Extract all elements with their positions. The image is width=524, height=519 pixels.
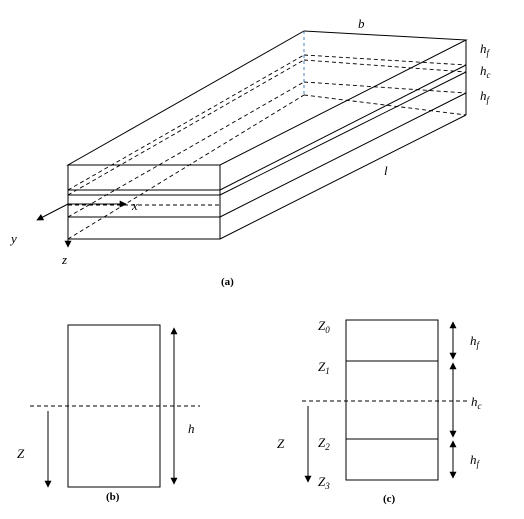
hidden-back-line-4 bbox=[303, 94, 467, 116]
hidden-side-line-1 bbox=[67, 54, 305, 191]
panel-b-z-label: Z bbox=[17, 446, 25, 461]
panel-c-caption: (c) bbox=[383, 493, 396, 505]
width-label: b bbox=[358, 16, 365, 31]
y-axis-label: y bbox=[9, 231, 17, 246]
panel-b-caption: (b) bbox=[106, 491, 120, 503]
panel-c: Z0 Z1 Z2 Z3 hf hc hf Z (c) bbox=[277, 318, 482, 505]
hidden-side-line-3 bbox=[67, 81, 305, 218]
right-layer-line-3 bbox=[219, 92, 467, 218]
panel-b: h Z (b) bbox=[17, 324, 200, 503]
panel-c-core-label: hc bbox=[471, 394, 482, 411]
right-layer-line-2 bbox=[219, 71, 467, 196]
bottom-face-thickness-label: hf bbox=[480, 88, 491, 105]
z0-label: Z0 bbox=[318, 318, 330, 335]
panel-c-bottom-face-label: hf bbox=[470, 452, 481, 469]
sandwich-section bbox=[345, 319, 439, 481]
right-layer-line-1 bbox=[219, 64, 467, 191]
z3-label: Z3 bbox=[318, 474, 330, 491]
right-bottom-edge bbox=[219, 114, 467, 240]
panel-c-top-face-label: hf bbox=[470, 333, 481, 350]
z2-label: Z2 bbox=[318, 435, 330, 452]
panel-c-z-label: Z bbox=[277, 436, 285, 451]
core-thickness-label: hc bbox=[480, 63, 491, 80]
hidden-side-line-2 bbox=[67, 59, 305, 196]
z1-label: Z1 bbox=[318, 359, 330, 376]
y-axis-arrow bbox=[36, 203, 69, 221]
panel-b-height-label: h bbox=[188, 421, 195, 436]
hidden-back-line-2 bbox=[303, 59, 467, 73]
hidden-back-line-3 bbox=[303, 81, 467, 94]
panel-a-caption: (a) bbox=[221, 276, 234, 288]
hidden-back-line-1 bbox=[303, 54, 467, 66]
z-axis-label: z bbox=[61, 252, 67, 267]
x-axis-label: x bbox=[131, 198, 138, 213]
panel-a-axes: x y z bbox=[9, 198, 138, 267]
plate-front-face bbox=[67, 164, 221, 240]
panel-a-plate bbox=[66, 30, 468, 240]
length-label: l bbox=[384, 163, 388, 178]
top-face-thickness-label: hf bbox=[480, 41, 491, 58]
